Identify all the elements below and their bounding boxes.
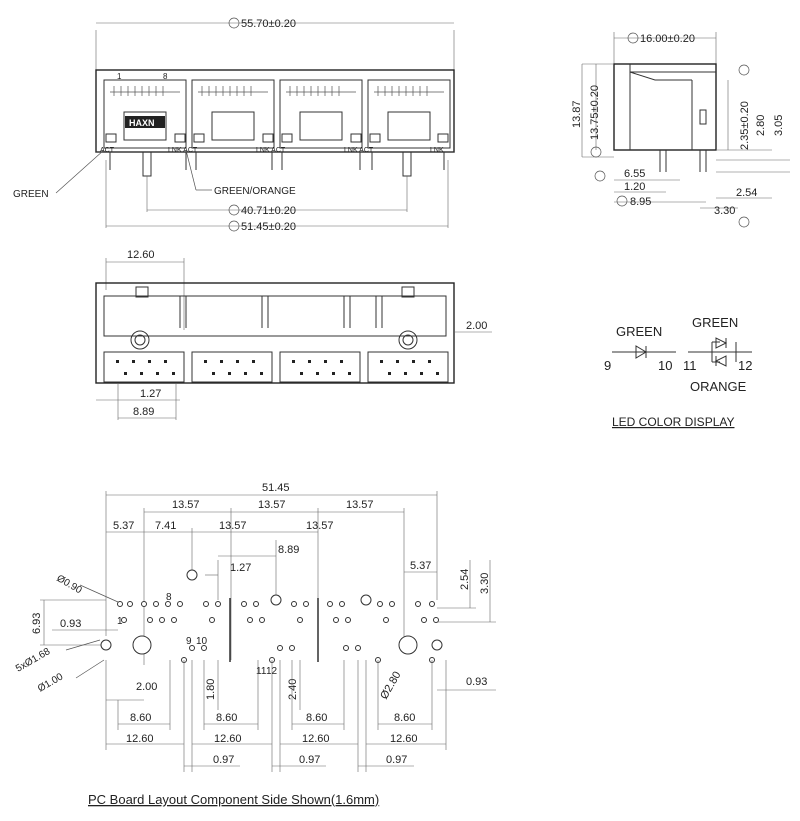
led-right-top-color: GREEN [692, 315, 738, 330]
bottom-dim-1260: 12.60 [127, 249, 155, 261]
led-pin-11: 11 [683, 358, 697, 373]
pcb-dim-860-4: 8.60 [394, 712, 415, 724]
pcb-pin-8: 8 [166, 592, 172, 603]
pcb-pitch-3: 13.57 [346, 499, 374, 511]
pcb-pitch-5: 13.57 [306, 520, 334, 532]
pcb-pitch-2: 13.57 [258, 499, 286, 511]
pcb-dim-100: Ø1.00 [36, 671, 65, 694]
pcb-dim-093-left: 0.93 [60, 618, 81, 630]
side-dim-254: 2.54 [736, 187, 757, 199]
led-right-bottom-color: ORANGE [690, 379, 747, 394]
bottom-dim-889: 8.89 [133, 406, 154, 418]
pcb-dim-097-2: 0.97 [299, 754, 320, 766]
side-dim-305: 3.05 [773, 115, 785, 136]
led-label-lnk-4: LNK [430, 147, 444, 154]
pcb-dim-1260-4: 12.60 [390, 733, 418, 745]
pcb-dim-5x168: 5xØ1.68 [14, 646, 53, 675]
pcb-pitch-4: 13.57 [219, 520, 247, 532]
pcb-dim-860-2: 8.60 [216, 712, 237, 724]
led-display-title: LED COLOR DISPLAY [612, 415, 734, 429]
led-color-display: GREEN 9 10 GREEN 11 12 ORANGE LED COLOR … [604, 315, 752, 429]
pcb-pitch-1: 13.57 [172, 499, 200, 511]
bottom-dim-127: 1.27 [140, 388, 161, 400]
side-dim-895: 8.95 [630, 196, 651, 208]
side-depth: 16.00±0.20 [640, 33, 695, 45]
side-dim-655: 6.55 [624, 168, 645, 180]
led-label-lnk-act-3: LNK ACT [344, 147, 374, 154]
pcb-pin-10: 10 [196, 636, 208, 647]
led-pin-12: 12 [738, 358, 752, 373]
led-label-act-1: ACT [100, 147, 115, 154]
pcb-dim-093-right: 0.93 [466, 676, 487, 688]
pcb-dim-090: Ø0.90 [55, 573, 84, 596]
pcb-dim-330: 3.30 [479, 573, 491, 594]
led-left-color: GREEN [616, 324, 662, 339]
pcb-dim-240: 2.40 [287, 679, 299, 700]
pcb-dim-254: 2.54 [459, 569, 471, 590]
port-number-1: 1 [117, 72, 122, 81]
side-dim-120: 1.20 [624, 181, 645, 193]
front-dim-inner: 40.71±0.20 [241, 205, 296, 217]
side-dim-235: 2.35±0.20 [739, 101, 751, 150]
pcb-dim-097-1: 0.97 [213, 754, 234, 766]
brand-label: HAXN [129, 118, 155, 128]
pcb-dim-860-3: 8.60 [306, 712, 327, 724]
pcb-caption: PC Board Layout Component Side Shown(1.6… [88, 792, 379, 807]
led-pin-10: 10 [658, 358, 672, 373]
bottom-dim-200: 2.00 [466, 320, 487, 332]
pcb-dim-889: 8.89 [278, 544, 299, 556]
bottom-view: 12.60 2.00 1.27 8.89 [95, 249, 492, 420]
front-overall-width: 55.70±0.20 [241, 18, 296, 30]
front-ports [103, 79, 451, 149]
front-dim-outer: 51.45±0.20 [241, 221, 296, 233]
pcb-top-total: 51.45 [262, 482, 290, 494]
pcb-dim-741: 7.41 [155, 520, 176, 532]
pcb-dim-537-right: 5.37 [410, 560, 431, 572]
side-height-body: 13.75±0.20 [589, 85, 601, 140]
pcb-pin-11: 11 [256, 666, 267, 677]
port-number-8: 8 [163, 72, 168, 81]
pcb-holes [100, 569, 443, 663]
callout-green-orange: GREEN/ORANGE [214, 186, 296, 197]
side-height-total: 13.87 [571, 100, 583, 128]
pcb-dim-537-left: 5.37 [113, 520, 134, 532]
pcb-dim-180: 1.80 [205, 679, 217, 700]
pcb-dim-1260-1: 12.60 [126, 733, 154, 745]
led-label-lnk-act-2: LNK ACT [256, 147, 286, 154]
led-label-lnk-act-1: LNK ACT [168, 147, 198, 154]
pcb-dim-200: 2.00 [136, 681, 157, 693]
pcb-dim-1260-3: 12.60 [302, 733, 330, 745]
callout-green: GREEN [13, 189, 49, 200]
side-view: 16.00±0.20 13.87 13.75±0.20 2.35±0.20 2.… [571, 32, 790, 228]
pcb-dim-280: Ø2.80 [378, 670, 403, 702]
pcb-dim-860-1: 8.60 [130, 712, 151, 724]
pcb-pin-9: 9 [186, 636, 192, 647]
pcb-layout: 51.45 13.57 13.57 13.57 5.37 7.41 13.57 … [14, 482, 496, 807]
side-dim-280: 2.80 [755, 115, 767, 136]
led-pin-9: 9 [604, 358, 611, 373]
pcb-dim-1260-2: 12.60 [214, 733, 242, 745]
pcb-pin-1: 1 [117, 616, 123, 627]
pcb-dim-127: 1.27 [230, 562, 251, 574]
pcb-dim-097-3: 0.97 [386, 754, 407, 766]
front-view: 55.70±0.20 [13, 17, 455, 233]
side-dim-330: 3.30 [714, 205, 735, 217]
pcb-dim-693: 6.93 [31, 613, 43, 634]
